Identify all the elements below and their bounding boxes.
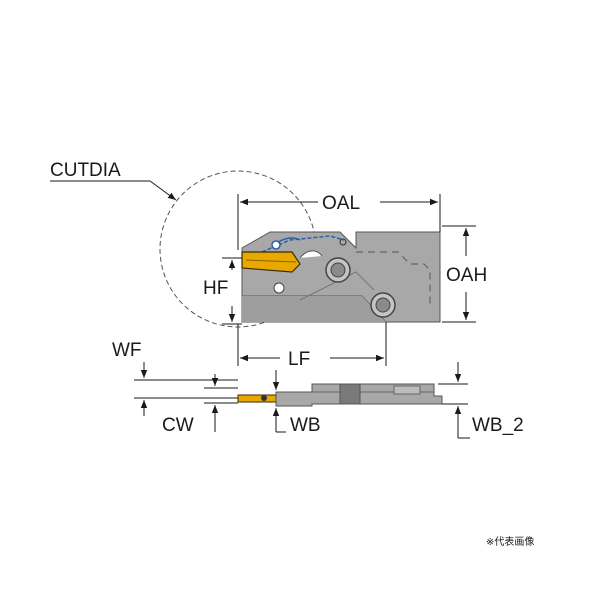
dimension-lines bbox=[50, 180, 476, 439]
label-hf: HF bbox=[203, 278, 228, 299]
label-cw: CW bbox=[162, 415, 194, 436]
label-oal: OAL bbox=[322, 193, 360, 214]
representative-image-note: ※代表画像 bbox=[486, 535, 534, 548]
label-cutdia: CUTDIA bbox=[50, 160, 121, 181]
cutting-insert bbox=[241, 251, 301, 273]
label-oah: OAH bbox=[446, 265, 487, 286]
label-wb2: WB_2 bbox=[472, 415, 524, 436]
label-lf: LF bbox=[288, 349, 310, 370]
pin-hole bbox=[273, 282, 285, 294]
holder-side-view bbox=[241, 231, 441, 323]
label-wb: WB bbox=[290, 415, 321, 436]
label-wf: WF bbox=[112, 340, 142, 361]
holder-top-view bbox=[237, 383, 443, 407]
